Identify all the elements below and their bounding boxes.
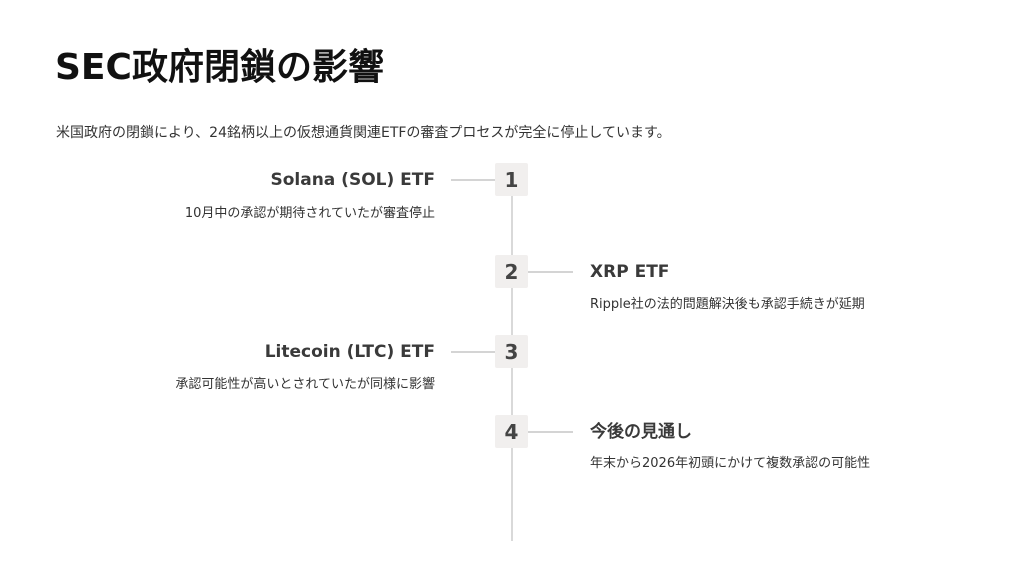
item-title: Solana (SOL) ETF (270, 170, 435, 190)
connector-line (451, 179, 495, 181)
connector-line (528, 271, 573, 273)
step-number-box: 3 (495, 335, 528, 368)
step-number-box: 2 (495, 255, 528, 288)
item-title: Litecoin (LTC) ETF (264, 342, 435, 362)
page-title: SEC政府閉鎖の影響 (55, 47, 384, 88)
item-description: 10月中の承認が期待されていたが審査停止 (184, 206, 435, 221)
step-number-box: 1 (495, 163, 528, 196)
connector-line (451, 351, 495, 353)
item-description: 承認可能性が高いとされていたが同様に影響 (175, 377, 435, 392)
item-title: XRP ETF (590, 262, 670, 282)
item-description: Ripple社の法的問題解決後も承認手続きが延期 (590, 297, 865, 312)
step-number-box: 4 (495, 415, 528, 448)
page-subtitle: 米国政府の閉鎖により、24銘柄以上の仮想通貨関連ETFの審査プロセスが完全に停止… (56, 125, 671, 141)
item-title: 今後の見通し (590, 422, 692, 442)
timeline-vertical-line (511, 196, 513, 541)
item-description: 年末から2026年初頭にかけて複数承認の可能性 (590, 456, 871, 471)
connector-line (528, 431, 573, 433)
